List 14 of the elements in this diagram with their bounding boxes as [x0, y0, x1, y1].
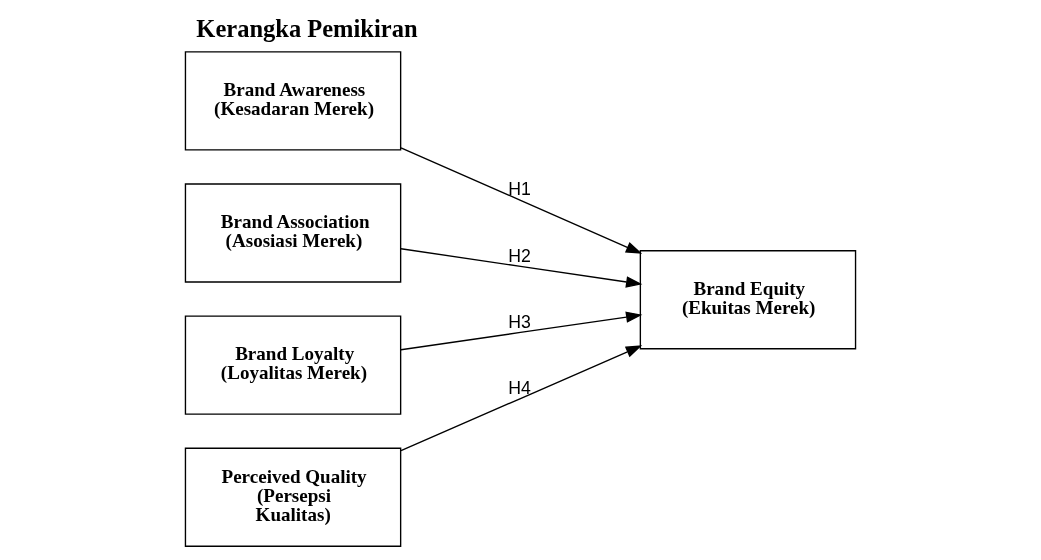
arrow: [400, 311, 643, 351]
edge-label: H3: [508, 311, 531, 332]
edge-label: H1: [508, 179, 531, 200]
edge-label: H4: [508, 378, 531, 399]
edge-label: H2: [508, 246, 531, 267]
arrow: [400, 345, 643, 452]
arrow: [400, 248, 643, 288]
node-box: Brand Association (Asosiasi Merek): [184, 183, 402, 283]
node-box: Brand Loyalty (Loyalitas Merek): [184, 315, 402, 415]
node-box: Brand Awareness (Kesadaran Merek): [184, 51, 402, 151]
diagram-title: Kerangka Pemikiran: [196, 15, 418, 43]
node-box: Perceived Quality (Persepsi Kualitas): [184, 447, 402, 547]
node-box: Brand Equity (Ekuitas Merek): [639, 250, 857, 350]
arrow: [400, 147, 643, 254]
